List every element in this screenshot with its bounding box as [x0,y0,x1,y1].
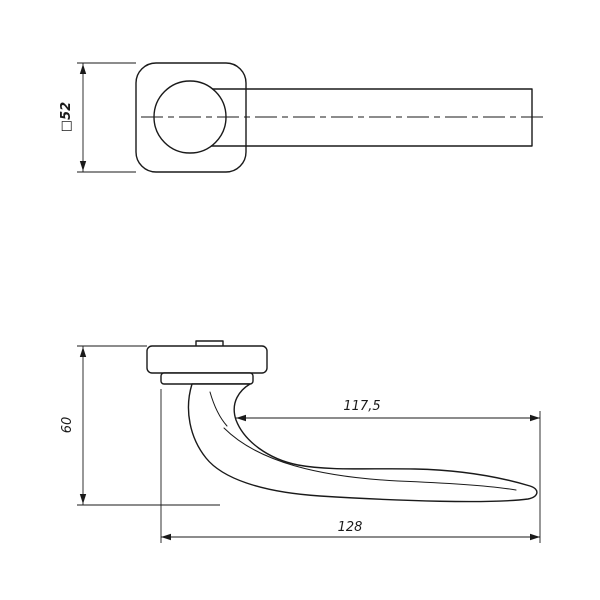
arrowhead-up [79,64,87,74]
side-rosette-spindle-tab [195,340,224,347]
dimension-total-length: 128 [160,389,541,543]
lever-neck-edge-line [209,391,228,427]
front-rosette-square [135,62,247,173]
front-lever-bar [210,88,533,147]
lever-inner-edge-line [223,427,517,491]
dimension-reach: 117,5 [236,399,540,422]
arrowhead-left [161,533,171,541]
dimension-height: 60 [60,345,220,506]
dimension-label-reach: 117,5 [343,399,380,414]
side-lever-profile [187,383,538,503]
dimension-rosette-size: □52 [59,62,136,173]
side-rosette-flange [160,372,254,385]
arrowhead-down [79,161,87,171]
arrowhead-down [79,494,87,504]
side-rosette-face [146,345,268,374]
arrowhead-up [79,347,87,357]
side-view: 60 117,5 128 [60,340,541,543]
arrowhead-right [530,533,540,541]
dimension-label-total-length: 128 [338,520,363,535]
arrowhead-right [530,414,540,422]
arrowhead-left [236,414,246,422]
dimension-label-rosette-size: □52 [59,102,74,132]
front-view: □52 [59,62,546,173]
dimension-label-height: 60 [60,417,75,434]
